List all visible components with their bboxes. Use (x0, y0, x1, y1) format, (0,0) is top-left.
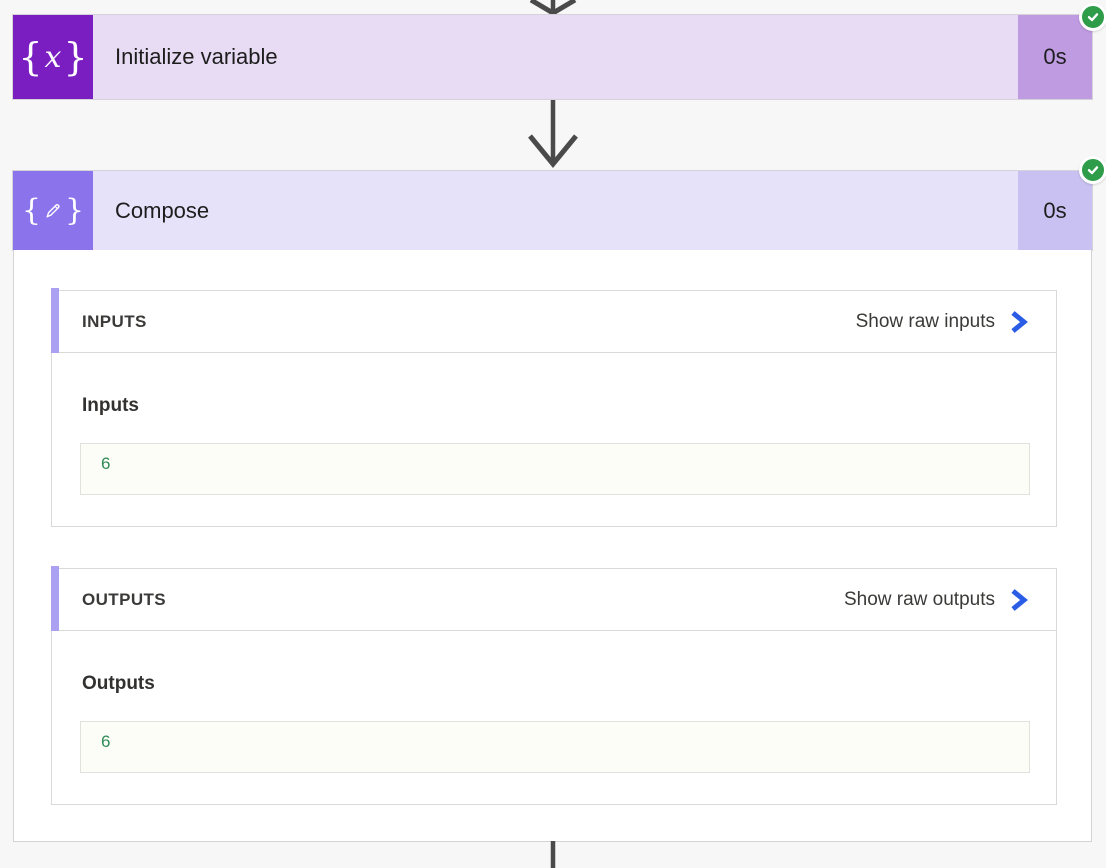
action-card-compose[interactable]: { } Compose 0s (13, 156, 1106, 250)
chevron-right-icon (1011, 310, 1028, 333)
action-header[interactable]: Initialize variable (93, 15, 1018, 99)
connector-arrow-down-icon (528, 100, 578, 168)
action-title: Initialize variable (115, 44, 278, 69)
outputs-value: 6 (101, 732, 111, 751)
inputs-value: 6 (101, 454, 111, 473)
outputs-section-header: OUTPUTS Show raw outputs (51, 566, 1057, 636)
section-accent-bar (51, 288, 59, 358)
action-header[interactable]: Compose (93, 171, 1018, 250)
variable-icon-left-brace: { (18, 35, 43, 79)
success-check-icon (1079, 3, 1106, 31)
outputs-section-body: Outputs 6 (51, 631, 1057, 805)
success-check-icon (1079, 156, 1106, 184)
inputs-section-body: Inputs 6 (51, 353, 1057, 527)
inputs-section-header: INPUTS Show raw inputs (51, 288, 1057, 358)
compose-icon-right-brace: } (65, 193, 85, 228)
inputs-field-label: Inputs (82, 395, 139, 416)
show-raw-inputs-label: Show raw inputs (855, 310, 995, 332)
outputs-section: OUTPUTS Show raw outputs Outputs 6 (51, 566, 1057, 805)
chevron-right-icon (1011, 588, 1028, 611)
compose-icon: { } (13, 171, 93, 250)
variable-icon-x: x (44, 39, 62, 75)
compose-icon-left-brace: { (21, 193, 41, 228)
inputs-section: INPUTS Show raw inputs Inputs 6 (51, 288, 1057, 527)
action-title: Compose (115, 197, 210, 223)
variable-icon-right-brace: } (63, 35, 88, 79)
inputs-heading: INPUTS (82, 311, 147, 331)
outputs-field-label: Outputs (82, 673, 155, 694)
variable-icon: { x } (13, 15, 93, 99)
action-duration: 0s (1018, 15, 1092, 99)
show-raw-outputs-label: Show raw outputs (843, 588, 995, 610)
outputs-value-box: 6 (80, 721, 1030, 773)
compose-details-panel: INPUTS Show raw inputs Inputs 6 OUTPUTS … (13, 250, 1092, 842)
show-raw-inputs-link[interactable]: Show raw inputs (856, 310, 1028, 334)
outputs-heading: OUTPUTS (82, 589, 167, 609)
show-raw-outputs-link[interactable]: Show raw outputs (844, 588, 1028, 612)
pencil-icon (41, 201, 65, 221)
section-accent-bar (51, 566, 59, 636)
action-duration: 0s (1018, 171, 1092, 250)
inputs-value-box: 6 (80, 443, 1030, 495)
action-card-initialize-variable[interactable]: { x } Initialize variable 0s (13, 3, 1106, 99)
connector-arrow-down-icon (550, 841, 556, 868)
connector-arrow-down-icon (529, 0, 577, 14)
